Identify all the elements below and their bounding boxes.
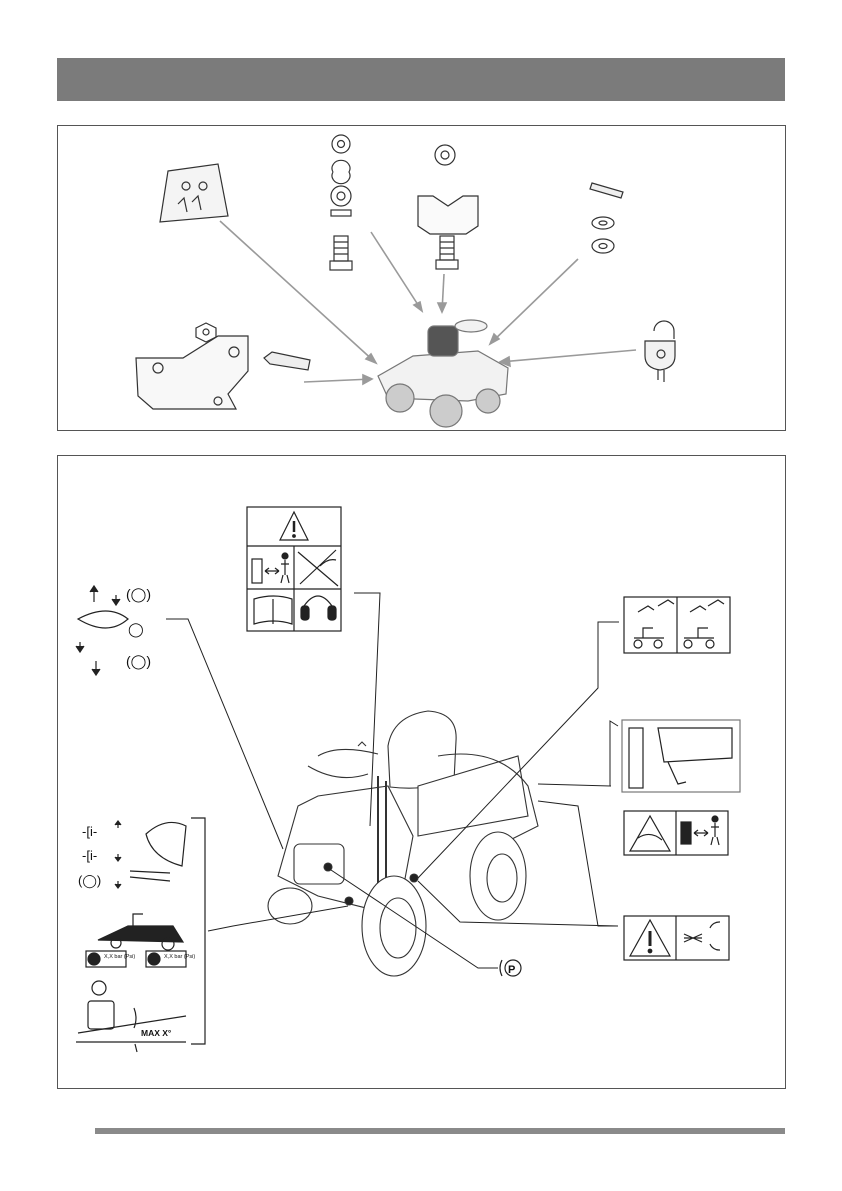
no-thrown-objects-icon <box>298 550 338 586</box>
svg-text:(◯): (◯) <box>126 653 151 670</box>
decal-positions-panel: (◯) ◯ (◯) -[i- -[i- (◯) <box>57 455 786 1089</box>
washer-icon <box>435 145 455 165</box>
svg-text:(◯): (◯) <box>126 586 151 603</box>
controls-decal-group: -[i- -[i- (◯) X,X bar (Psi) <box>76 818 205 1052</box>
spacer-washers-icon <box>592 217 614 253</box>
parts-kit-illustration <box>58 126 785 430</box>
parking-brake-decal: P <box>500 960 521 976</box>
tire-pressure-label-rear: X,X bar (Psi) <box>164 954 195 960</box>
svg-text:(◯): (◯) <box>78 873 101 889</box>
bolt-icon-2 <box>436 236 458 269</box>
ear-muffs-icon <box>301 596 336 620</box>
rotating-blade-decal <box>624 916 729 960</box>
belt-guard-decal <box>622 720 740 792</box>
tire-pressure-rear: X,X bar (Psi) <box>146 951 195 967</box>
slope-warning-icon: MAX X° <box>76 981 186 1052</box>
bolt-icon <box>330 236 352 270</box>
safety-decal-main <box>247 507 341 631</box>
header-bar <box>57 58 785 101</box>
keep-distance-icon <box>252 553 289 583</box>
blade-lift-decal: (◯) ◯ (◯) <box>76 586 151 675</box>
mounting-bracket-icon <box>136 336 248 409</box>
warning-triangle-icon <box>280 512 308 540</box>
tire-pressure-front: X,X bar (Psi) <box>86 951 135 967</box>
ignition-key-icon <box>645 321 675 382</box>
decal-positions-illustration: (◯) ◯ (◯) -[i- -[i- (◯) <box>58 456 785 1088</box>
parking-symbol: P <box>508 964 515 976</box>
mower-tractor-icon <box>98 914 183 950</box>
slope-limit-label: MAX X° <box>141 1028 172 1038</box>
svg-text:-[i-: -[i- <box>82 824 97 839</box>
footer-bar <box>95 1128 785 1134</box>
seat-bracket-icon <box>418 196 478 234</box>
tractor-drawing <box>268 711 538 976</box>
tractor-icon <box>378 320 508 427</box>
hex-bolt-icon <box>264 352 310 370</box>
parts-kit-panel <box>57 125 786 431</box>
pin-icon <box>590 183 623 198</box>
hardware-bag-icon <box>160 164 228 222</box>
tire-pressure-label-front: X,X bar (Psi) <box>104 954 135 960</box>
lift-mode-decal <box>624 597 730 653</box>
hot-surface-decal <box>624 811 728 855</box>
svg-text:-[i-: -[i- <box>82 848 97 863</box>
washer-stack-icon <box>331 135 351 216</box>
warning-triangle-icon-2 <box>630 920 670 956</box>
book-icon <box>254 596 292 624</box>
svg-text:◯: ◯ <box>128 621 144 638</box>
